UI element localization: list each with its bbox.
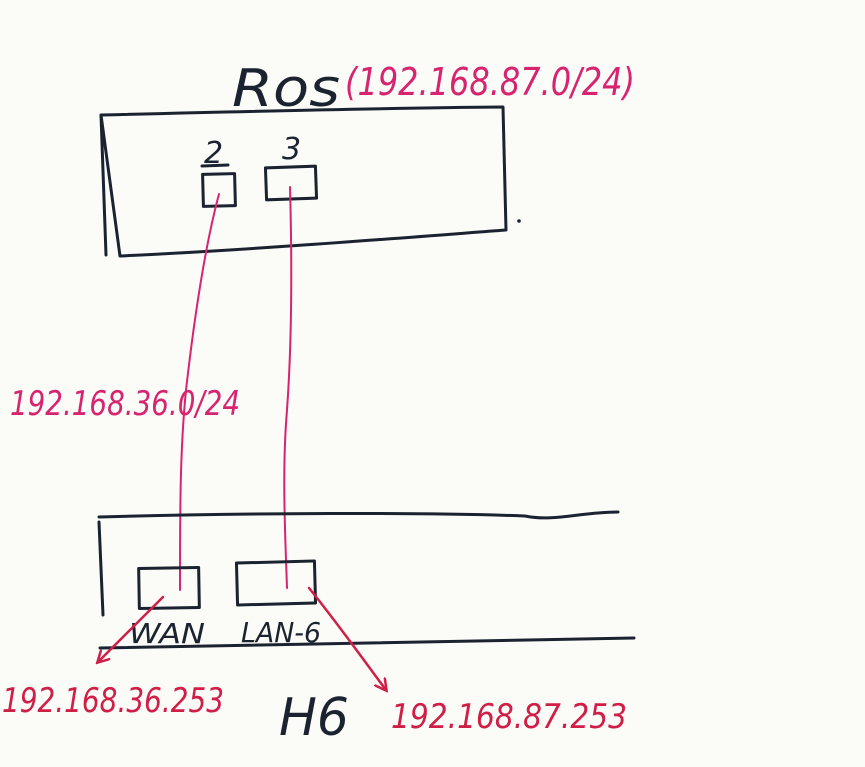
device-box xyxy=(97,510,620,520)
lan-ip-arrow xyxy=(307,586,386,690)
router-port-3 xyxy=(263,164,319,202)
router-dot xyxy=(517,219,521,223)
link-subnet: 192.168.36.0/24 xyxy=(10,384,240,424)
router-port-2-underline xyxy=(200,163,230,168)
device-port-wan xyxy=(137,565,201,611)
wan-ip: 192.168.36.253 xyxy=(2,681,224,721)
router-port-2 xyxy=(201,172,237,208)
router-port-2-label: 2 xyxy=(204,136,223,171)
router-port-3-label: 3 xyxy=(282,132,301,167)
router-box xyxy=(99,105,508,258)
device-port-lan-label: LAN-6 xyxy=(241,616,321,649)
device-port-wan-label: WAN xyxy=(129,617,205,650)
device-label: H6 xyxy=(279,688,349,748)
lan-cable xyxy=(283,186,293,589)
device-box-left xyxy=(97,520,105,617)
device-box-bottom xyxy=(98,636,636,650)
router-subnet: (192.168.87.0/24) xyxy=(345,60,635,104)
wan-ip-arrow xyxy=(98,595,165,662)
lan-ip: 192.168.87.253 xyxy=(391,697,627,737)
router-label: Ros xyxy=(232,59,340,119)
wan-cable xyxy=(179,193,220,591)
device-port-lan xyxy=(234,559,318,607)
